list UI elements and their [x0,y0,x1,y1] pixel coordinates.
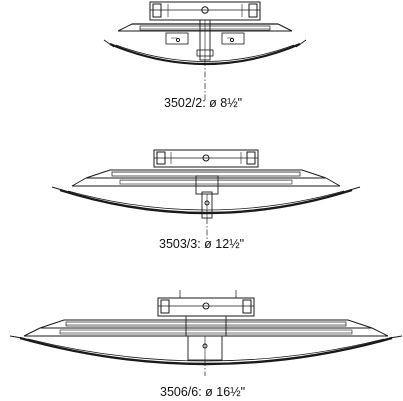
assembly-3506-6 [9,290,403,376]
caption-3503-3: 3503/3: ø 12½" [159,237,244,251]
shade-arc [19,336,393,366]
assembly-3502-2 [103,1,307,100]
clamp-block [149,1,261,21]
caption-3502-2: 3502/2: ø 8½" [164,96,242,110]
assembly-3503-3 [51,149,361,240]
caption-3506-6: 3506/6: ø 16½" [160,385,245,399]
clamp-block [157,297,255,317]
clamp-block [153,149,259,168]
shade-arc [59,188,353,215]
